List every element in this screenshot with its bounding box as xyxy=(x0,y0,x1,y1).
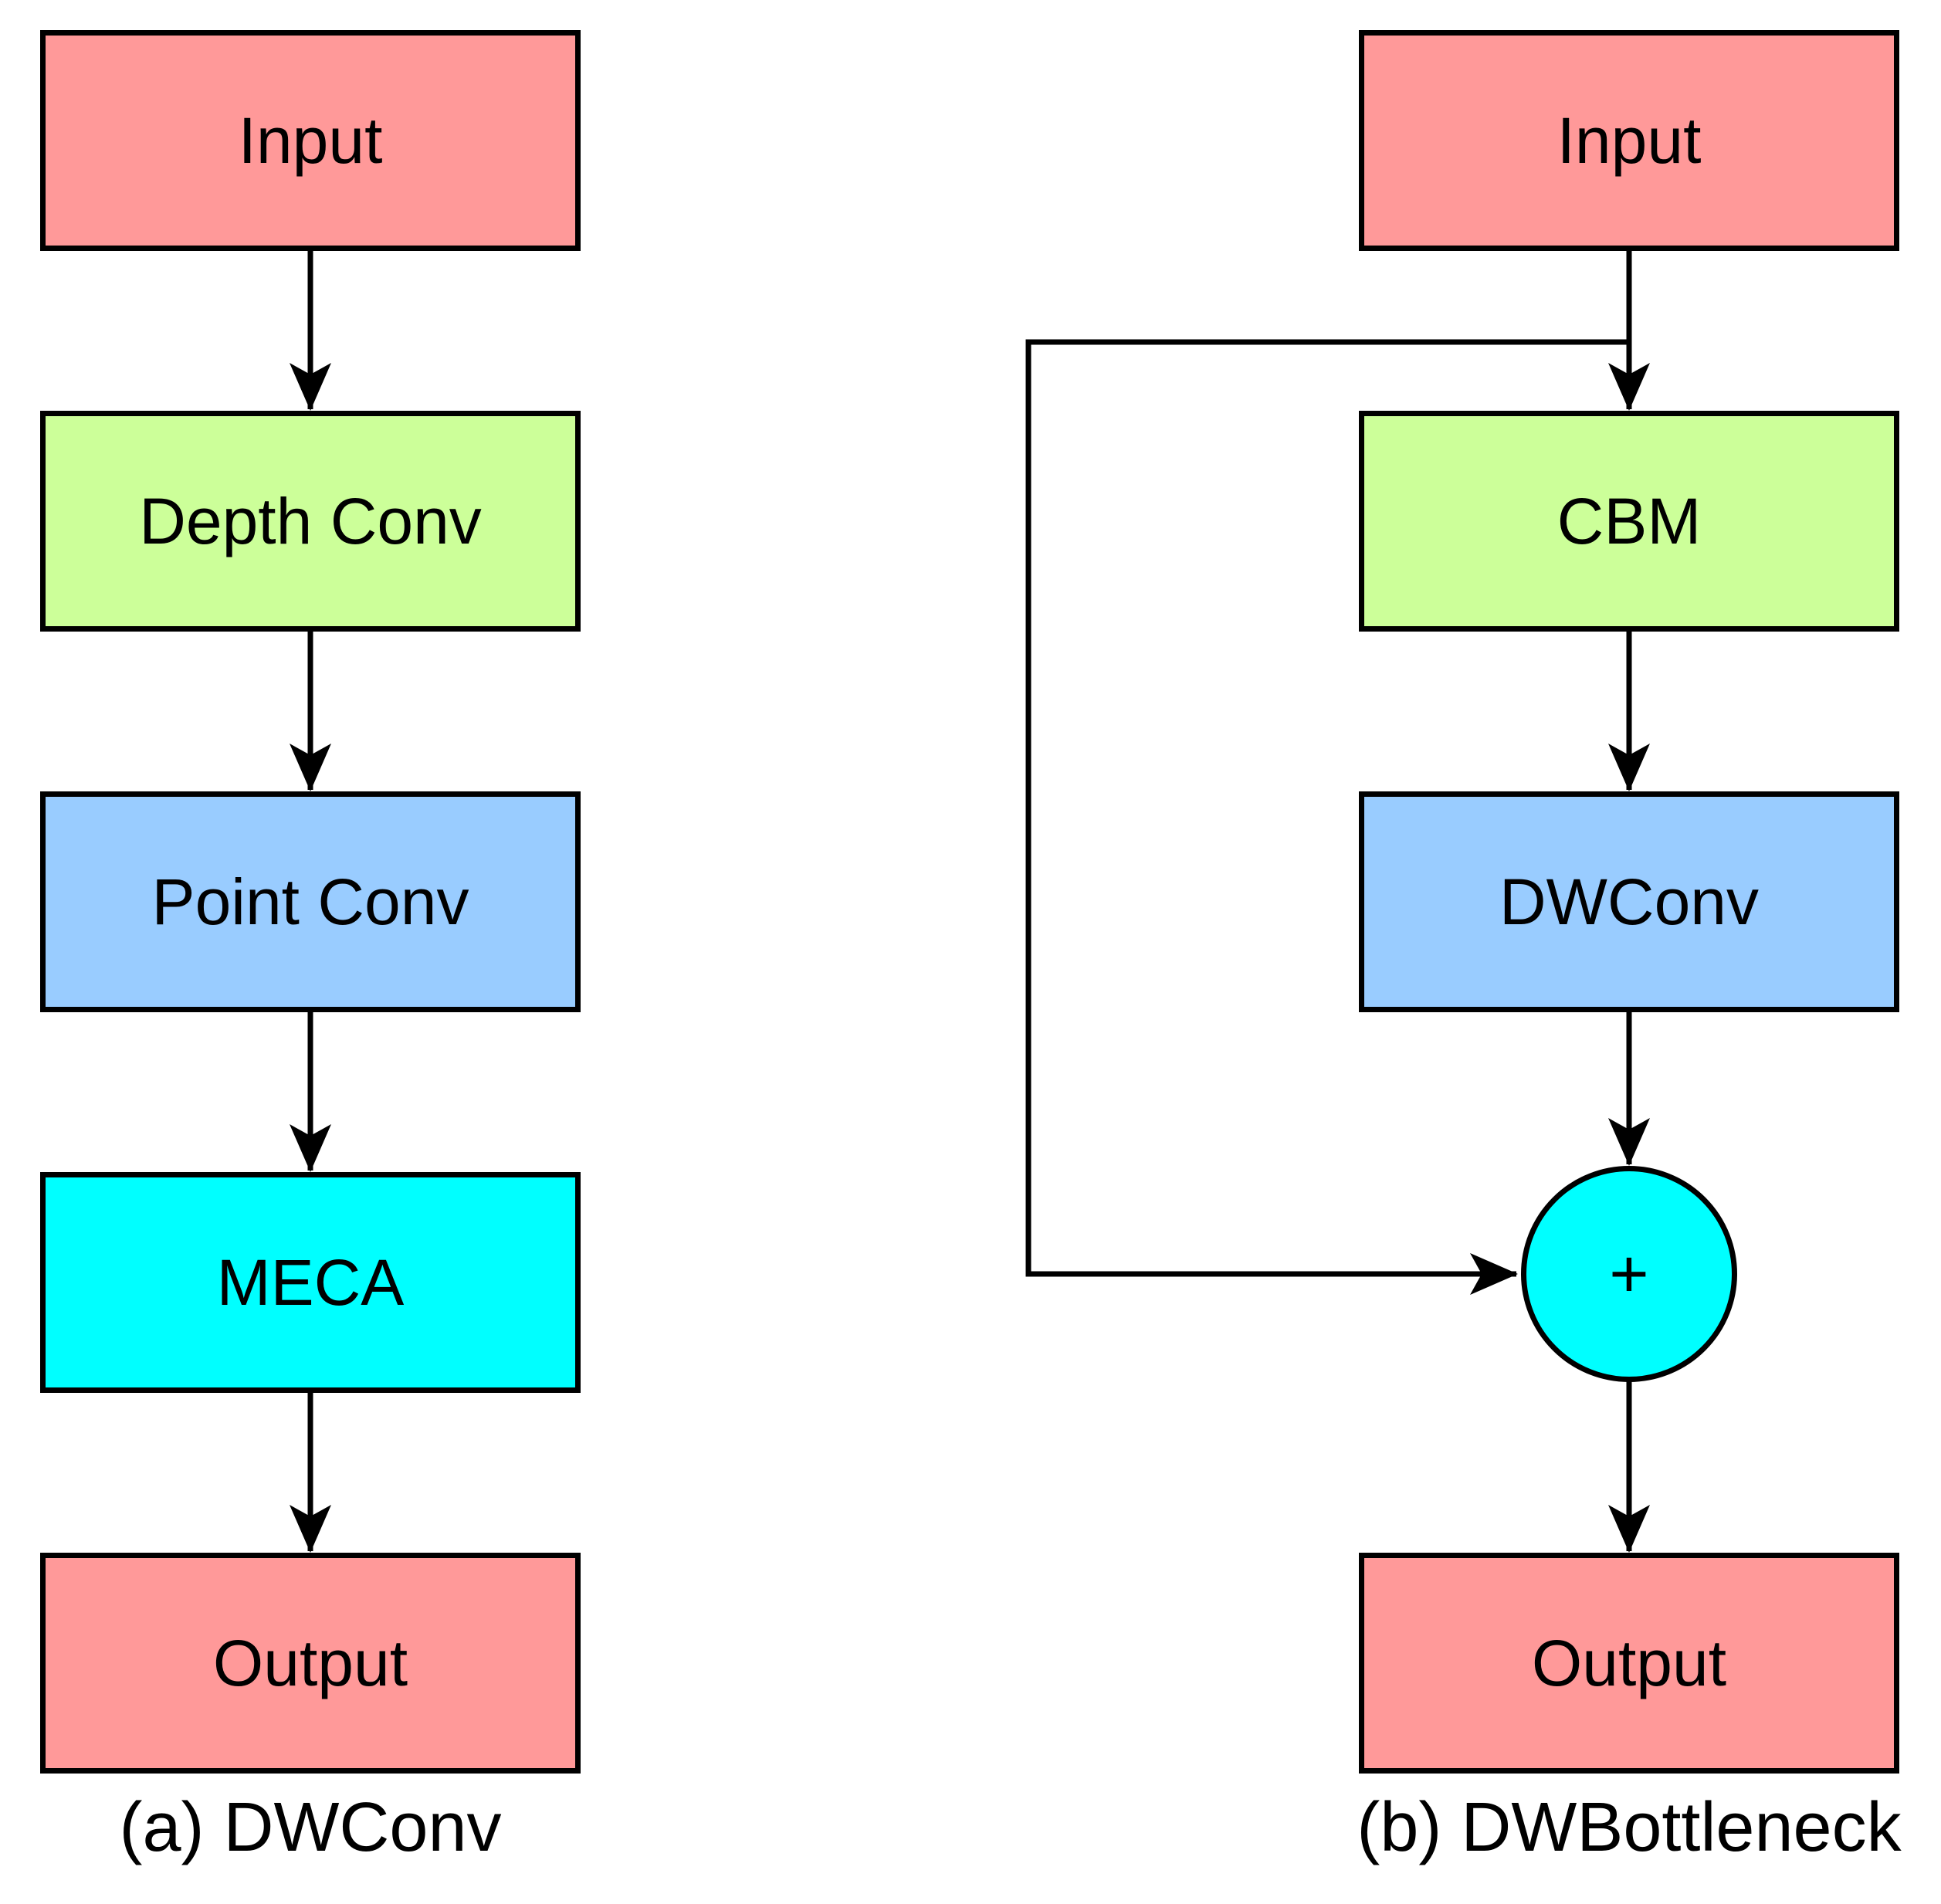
node-meca-label: MECA xyxy=(216,1246,405,1319)
node-b-output: Output xyxy=(1359,1553,1899,1774)
node-dwconv: DWConv xyxy=(1359,791,1899,1012)
node-depth-conv-label: Depth Conv xyxy=(139,485,482,557)
node-a-input: Input xyxy=(40,30,581,251)
caption-b: (b) DWBottleneck xyxy=(1357,1789,1902,1866)
node-cbm: CBM xyxy=(1359,411,1899,632)
node-a-output-label: Output xyxy=(212,1627,408,1699)
node-b-input-label: Input xyxy=(1557,104,1702,177)
node-meca: MECA xyxy=(40,1172,581,1393)
node-a-input-label: Input xyxy=(238,104,383,177)
node-a-output: Output xyxy=(40,1553,581,1774)
plus-icon: + xyxy=(1609,1235,1649,1312)
node-depth-conv: Depth Conv xyxy=(40,411,581,632)
node-b-input: Input xyxy=(1359,30,1899,251)
node-point-conv: Point Conv xyxy=(40,791,581,1012)
caption-a: (a) DWConv xyxy=(119,1789,502,1866)
sum-circle: + xyxy=(1521,1166,1737,1382)
node-b-output-label: Output xyxy=(1531,1627,1727,1699)
node-cbm-label: CBM xyxy=(1557,485,1702,557)
node-point-conv-label: Point Conv xyxy=(151,866,469,938)
node-dwconv-label: DWConv xyxy=(1499,866,1760,938)
